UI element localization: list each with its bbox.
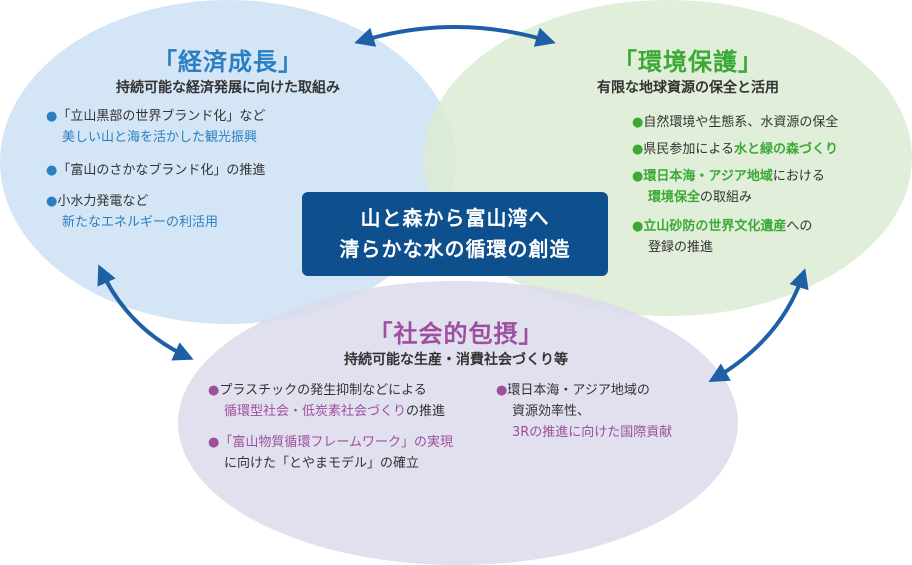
environment-item-2-text: 県民参加による <box>643 142 734 157</box>
economy-item-1-highlight: 美しい山と海を活かした観光振興 <box>62 130 258 145</box>
environment-item-3-highlight-1: 環日本海・アジア地域 <box>643 169 773 184</box>
society-item-2-text: に向けた「とやまモデル」の確立 <box>224 456 420 471</box>
environment-item-3-text-1: における <box>772 169 825 184</box>
bullet-icon: ● <box>632 142 644 157</box>
environment-item-2-highlight: 水と緑の森づくり <box>733 142 838 157</box>
environment-item-3: ●環日本海・アジア地域における 環境保全の取組み <box>632 166 825 208</box>
environment-subtitle: 有限な地球資源の保全と活用 <box>597 80 779 96</box>
environment-society-arrow <box>708 268 809 382</box>
environment-title: 「環境保護」 <box>613 48 763 76</box>
society-item-2-highlight: 「富山物質循環フレームワーク」の実現 <box>219 435 453 450</box>
bullet-icon: ● <box>46 109 58 124</box>
society-title: 「社会的包摂」 <box>368 320 544 348</box>
society-subtitle: 持続可能な生産・消費社会づくり等 <box>344 352 568 368</box>
bullet-icon: ● <box>46 194 58 209</box>
society-item-1-highlight: 循環型社会・低炭素社会づくり <box>224 404 407 419</box>
environment-item-4-text-2: 登録の推進 <box>648 240 714 255</box>
bullet-icon: ● <box>632 219 644 234</box>
society-item-3-text-2: 資源効率性、 <box>512 404 591 419</box>
environment-item-3-highlight-2: 環境保全 <box>648 190 701 205</box>
economy-item-2: ●「富山のさかなブランド化」の推進 <box>46 160 265 181</box>
society-item-1-text-2: の推進 <box>406 404 446 419</box>
center-theme-line-1: 山と森から富山湾へ <box>360 206 550 230</box>
economy-item-3-highlight: 新たなエネルギーの利活用 <box>62 215 219 230</box>
environment-item-4-text-1: への <box>786 219 813 234</box>
society-item-1: ●プラスチックの発生抑制などによる 循環型社会・低炭素社会づくりの推進 <box>208 380 445 422</box>
environment-item-4: ●立山砂防の世界文化遺産への 登録の推進 <box>632 216 812 258</box>
center-theme-box: 山と森から富山湾へ 清らかな水の循環の創造 <box>302 192 608 276</box>
bullet-icon: ● <box>46 163 58 178</box>
society-circle <box>178 281 738 565</box>
environment-item-3-text-2: の取組み <box>700 190 753 205</box>
bullet-icon: ● <box>632 169 644 184</box>
society-item-3: ●環日本海・アジア地域の 資源効率性、 3Rの推進に向けた国際貢献 <box>496 380 672 443</box>
society-item-1-text: プラスチックの発生抑制などによる <box>219 383 427 398</box>
environment-item-2: ●県民参加による水と緑の森づくり <box>632 139 838 160</box>
bullet-icon: ● <box>496 383 508 398</box>
economy-subtitle: 持続可能な経済発展に向けた取組み <box>116 80 340 96</box>
society-item-2: ●「富山物質循環フレームワーク」の実現 に向けた「とやまモデル」の確立 <box>208 432 453 474</box>
economy-item-3: ●小水力発電など 新たなエネルギーの利活用 <box>46 191 218 233</box>
environment-item-1: ●自然環境や生態系、水資源の保全 <box>632 112 838 133</box>
bullet-icon: ● <box>632 115 644 130</box>
economy-item-1: ●「立山黒部の世界ブランド化」など 美しい山と海を活かした観光振興 <box>46 106 265 148</box>
environment-item-1-text: 自然環境や生態系、水資源の保全 <box>643 115 839 130</box>
environment-item-4-highlight: 立山砂防の世界文化遺産 <box>643 219 787 234</box>
economy-society-arrow <box>97 264 194 361</box>
economy-title: 「経済成長」 <box>153 48 303 76</box>
society-item-3-text-1: 環日本海・アジア地域の <box>507 383 650 398</box>
economy-item-2-text: 「富山のさかなブランド化」の推進 <box>57 163 266 178</box>
economy-item-3-text: 小水力発電など <box>57 194 149 209</box>
society-item-3-highlight: 3Rの推進に向けた国際貢献 <box>512 425 673 440</box>
center-theme-line-2: 清らかな水の循環の創造 <box>339 237 571 261</box>
economy-environment-arrow <box>354 25 556 47</box>
economy-item-1-text: 「立山黒部の世界ブランド化」など <box>57 109 266 124</box>
bullet-icon: ● <box>208 383 220 398</box>
bullet-icon: ● <box>208 435 220 450</box>
